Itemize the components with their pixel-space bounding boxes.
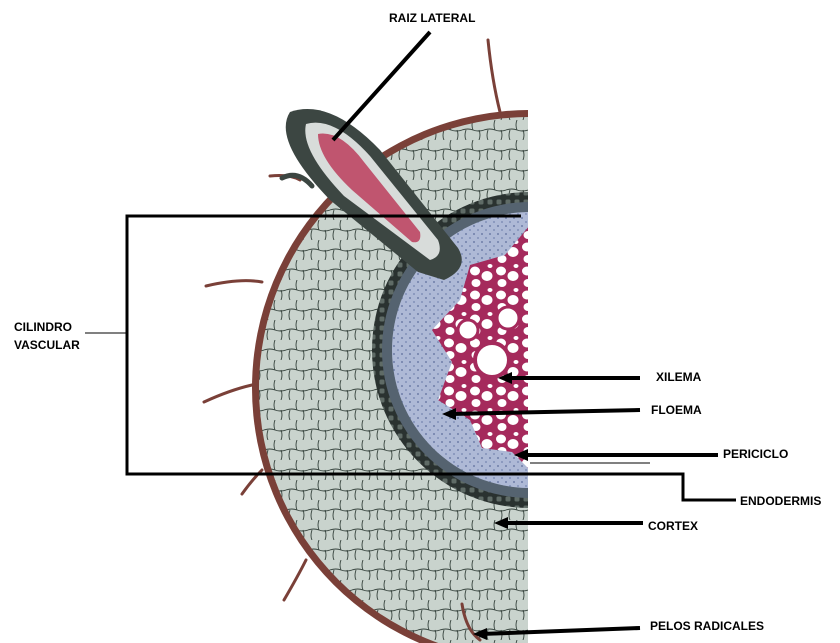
label-pelos-radicales: PELOS RADICALES <box>650 619 764 633</box>
label-periciclo: PERICICLO <box>723 447 788 461</box>
raiz-lateral-leader <box>333 32 430 140</box>
root-hair <box>206 281 262 286</box>
label-cilindro-line2: VASCULAR <box>14 338 80 352</box>
lateral-root-edge <box>282 175 312 186</box>
label-floema: FLOEMA <box>651 403 702 417</box>
xylem-vessel <box>475 343 509 377</box>
xylem-vessel <box>497 307 519 329</box>
root-hair <box>284 560 306 600</box>
label-cilindro-line1: CILINDRO <box>14 320 72 334</box>
label-cortex: CORTEX <box>648 519 698 533</box>
endodermis-leader <box>510 474 736 500</box>
root-hair <box>488 40 500 112</box>
root-hair <box>204 385 252 402</box>
xylem-vessel <box>458 320 478 340</box>
label-endodermis: ENDODERMIS <box>740 494 821 508</box>
label-xilema: XILEMA <box>656 370 702 384</box>
label-raiz-lateral: RAIZ LATERAL <box>389 11 475 25</box>
